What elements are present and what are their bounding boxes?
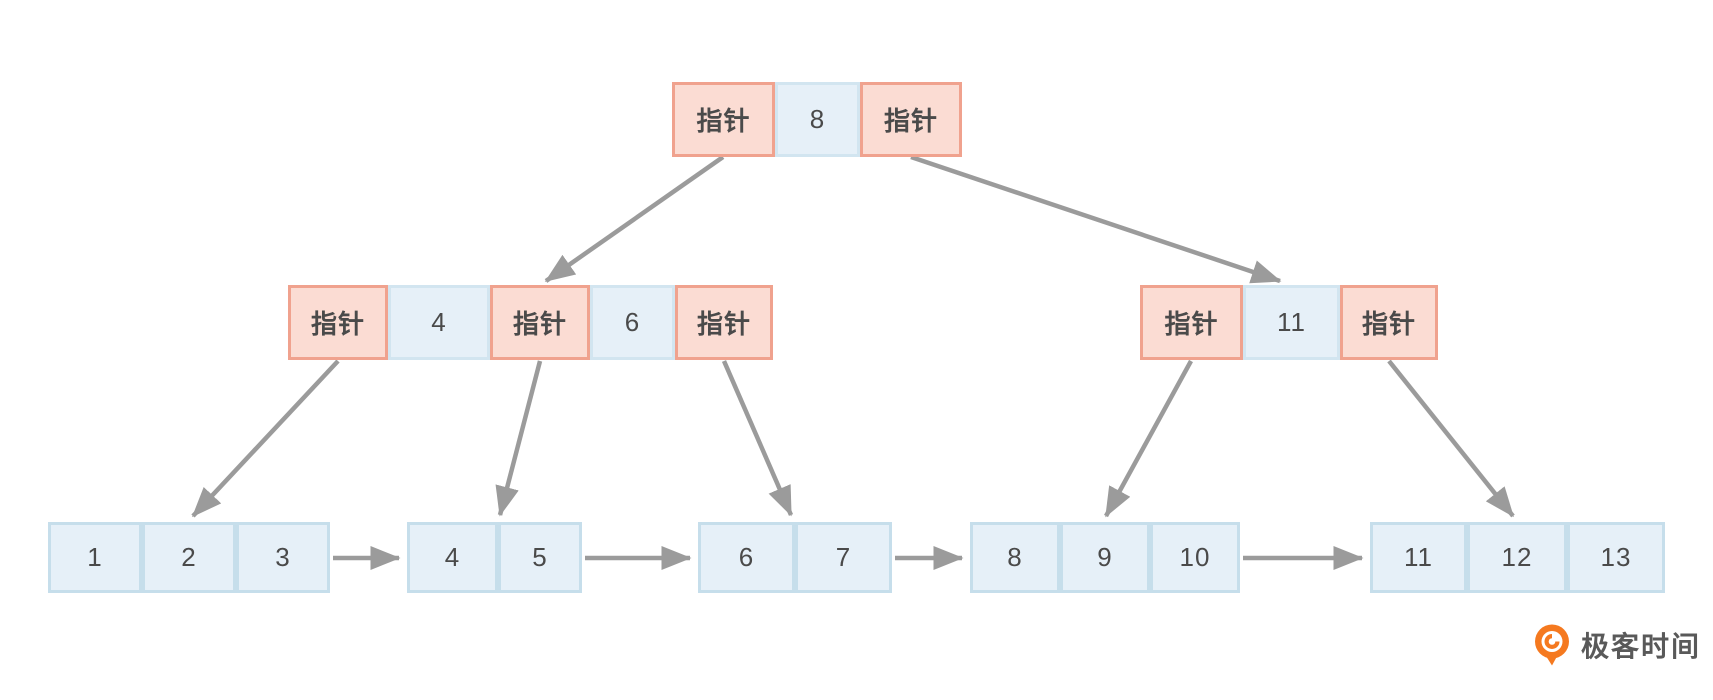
root-pointer-left: 指针	[672, 82, 775, 157]
internal-left-pointer-2: 指针	[490, 285, 590, 360]
leaf-cell-8: 8	[970, 522, 1060, 593]
leaf-cell-4: 4	[407, 522, 498, 593]
edge-internal-right-p1-to-leaf-4	[1104, 359, 1193, 518]
leaf-cell-2: 2	[142, 522, 236, 593]
edge-internal-left-p1-to-leaf-1	[191, 359, 340, 518]
internal-right-pointer-2: 指针	[1340, 285, 1438, 360]
edge-internal-right-p2-to-leaf-5	[1387, 359, 1515, 518]
leaf-cell-12: 12	[1467, 522, 1567, 593]
root-node: 指针 8 指针	[672, 82, 962, 157]
leaf-cell-9: 9	[1060, 522, 1150, 593]
internal-right-pointer-1: 指针	[1140, 285, 1243, 360]
leaf-cell-1: 1	[48, 522, 142, 593]
internal-left-key-6: 6	[590, 285, 675, 360]
brand-label: 极客时间	[1581, 630, 1702, 662]
leaf-cell-7: 7	[795, 522, 892, 593]
edge-root-to-internal-left	[544, 155, 725, 283]
leaf-node-4: 8 9 10	[970, 522, 1240, 593]
geektime-logo-icon	[1535, 624, 1569, 666]
edge-internal-left-p2-to-leaf-2	[495, 360, 543, 517]
leaf-cell-6: 6	[698, 522, 795, 593]
edge-root-to-internal-right	[910, 154, 1282, 284]
leaf-cell-5: 5	[498, 522, 582, 593]
root-pointer-right: 指针	[860, 82, 962, 157]
leaf-cell-13: 13	[1567, 522, 1665, 593]
internal-left-pointer-1: 指针	[288, 285, 388, 360]
edge-internal-left-p3-to-leaf-3	[721, 360, 794, 517]
root-key-8: 8	[775, 82, 860, 157]
leaf-cell-10: 10	[1150, 522, 1240, 593]
internal-left-pointer-3: 指针	[675, 285, 773, 360]
leaf-node-3: 6 7	[698, 522, 892, 593]
leaf-node-5: 11 12 13	[1370, 522, 1665, 593]
leaf-cell-11: 11	[1370, 522, 1467, 593]
internal-right-node: 指针 11 指针	[1140, 285, 1438, 360]
brand-watermark: 极客时间	[1532, 622, 1701, 667]
internal-right-key-11: 11	[1243, 285, 1340, 360]
internal-left-node: 指针 4 指针 6 指针	[288, 285, 773, 360]
internal-left-key-4: 4	[388, 285, 490, 360]
leaf-cell-3: 3	[236, 522, 330, 593]
leaf-node-1: 1 2 3	[48, 522, 330, 593]
leaf-node-2: 4 5	[407, 522, 582, 593]
